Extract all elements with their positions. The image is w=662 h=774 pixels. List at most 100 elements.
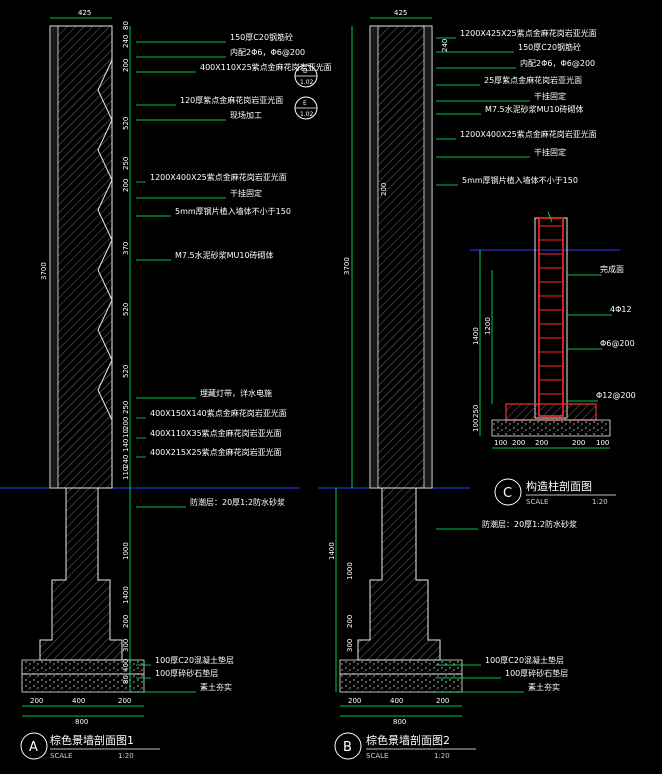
wall-b-cladding [369,25,379,489]
wall-b-cladding-right [423,25,433,489]
dim-below-b-2: 200 [346,615,354,628]
callout-a-16: 素土夯实 [200,682,232,692]
width-dim-b: 425 [394,9,407,17]
section-a: 425 802402005202502003705205202502001014… [0,9,332,760]
callout-b-2: 内配2Φ6，Φ6@200 [520,58,595,68]
callout-a-10: 400X150X140紫点金麻花岗岩亚光面 [150,408,287,418]
right-dims-a: 8024020052025020037052052025020010140240… [122,21,130,480]
callout-a-7: 5mm厚钢片植入墙体不小于150 [175,206,291,216]
callout-a-3: 120厚紫点金麻花岗岩亚光面 [180,95,283,105]
callout-b-0: 1200X425X25紫点金麻花岗岩亚光面 [460,28,597,38]
bottom-dim-a-1: 400 [72,697,85,705]
callout-a-8: M7.5水泥砂浆MU10砖砌体 [175,250,274,260]
svg-text:E: E [303,100,307,107]
foundation-a [39,487,123,661]
dim-below-a-1: 1400 [122,586,130,604]
leader-lines-c [567,274,612,402]
callout-a-0: 150厚C20钢筋砼 [230,32,293,42]
leader-lines-a [136,41,226,693]
dim-right-a-4: 250 [122,157,130,170]
callout-a-14: 100厚C20混凝土垫层 [155,655,234,665]
foundation-b [357,487,441,661]
base-layer-c [491,419,611,437]
svg-text:1.02: 1.02 [300,111,314,118]
section-bubble-b [334,732,362,760]
section-bubble-a [20,732,48,760]
bottom-total-b: 800 [393,718,406,726]
callout-b-1: 150厚C20钢筋砼 [518,42,581,52]
callout-b-12: 素土夯实 [528,682,560,692]
dim-right-a-7: 520 [122,303,130,316]
dim-below-b-3: 300 [346,639,354,652]
section-title-b: 棕色景墙剖面图2 [366,733,450,747]
dim-below-a-5: 80 [122,675,130,684]
callout-a-1: 内配2Φ6，Φ6@200 [230,47,305,57]
callouts-b: 1200X425X25紫点金麻花岗岩亚光面 150厚C20钢筋砼内配2Φ6，Φ6@… [460,28,597,692]
dim-right-a-11: 10 [122,429,130,438]
callout-a-4: 现场加工 [230,110,262,120]
dim-right-a-12: 140 [122,439,130,452]
dim-right-a-2: 200 [122,59,130,72]
dim-left-b-0: 200 [380,183,388,196]
dim-below-b-0: 1400 [328,542,336,560]
dim-below-b-1: 1000 [346,562,354,580]
callout-a-13: 防潮层：20厚1:2防水砂浆 [190,497,285,507]
dim-right-a-8: 520 [122,365,130,378]
scale-value-c: 1:20 [592,498,608,506]
dim-below-a-3: 300 [122,639,130,652]
wall-a-cladding [49,25,59,489]
bottom-dim-c-1: 200 [512,439,525,447]
callout-b-8: 5mm厚钢片植入墙体不小于150 [462,175,578,185]
dim-right-a-0: 80 [122,21,130,30]
callout-b-9: 防潮层：20厚1:2防水砂浆 [482,519,577,529]
dim-right-a-10: 200 [122,417,130,430]
callout-b-5: M7.5水泥砂浆MU10砖砌体 [485,104,584,114]
callout-a-15: 100厚碎砂石垫层 [155,668,218,678]
wall-a-upper [49,25,113,489]
section-letter-a: A [29,740,38,755]
svg-text:1.02: 1.02 [300,79,314,86]
dim-below-a-2: 200 [122,615,130,628]
scale-value-b: 1:20 [434,752,450,760]
wall-b-upper [369,25,433,489]
leader-lines-b [436,37,530,693]
bottom-total-a: 800 [75,718,88,726]
concrete-layer-b [339,659,463,675]
section-letter-b: B [343,740,352,755]
callout-a-11: 400X110X35紫点金麻花岗岩亚光面 [150,428,282,438]
scale-label-b: SCALE [366,752,388,760]
callout-b-6: 1200X400X25紫点金麻花岗岩亚光面 [460,129,597,139]
scale-label-a: SCALE [50,752,72,760]
stirrups-c [539,225,563,395]
bottom-dim-b-1: 400 [390,697,403,705]
width-dim-a: 425 [78,9,91,17]
dim-left-c-2: 250 [472,405,480,418]
dim-right-a-14: 110 [122,467,130,480]
section-letter-c: C [503,486,512,501]
bottom-dim-c-3: 200 [572,439,585,447]
bottom-dim-a-0: 200 [30,697,43,705]
callout-a-6: 干挂固定 [230,188,262,198]
dim-right-a-5: 200 [122,179,130,192]
gravel-layer-a [21,673,145,693]
callout-c-1: 4Φ12 [610,305,632,314]
below-dims-b: 1400 1000 200 300 [328,542,354,652]
callout-c-0: 完成面 [600,264,624,274]
bottom-dim-b-0: 200 [348,697,361,705]
dim-below-a-4: 400 [122,659,130,672]
footing-c [505,403,597,421]
scale-label-c: SCALE [526,498,548,506]
dim-right-a-13: 240 [122,455,130,468]
dim-left-c-0: 1400 [472,327,480,345]
detail-ref-d: D 1.02 [294,64,318,88]
section-title-c: 构造柱剖面图 [526,479,592,493]
rebar-cage-c [538,217,564,417]
callout-a-12: 400X215X25紫点金麻花岗岩亚光面 [150,447,282,457]
dim-right-b-0: 240 [441,39,449,52]
